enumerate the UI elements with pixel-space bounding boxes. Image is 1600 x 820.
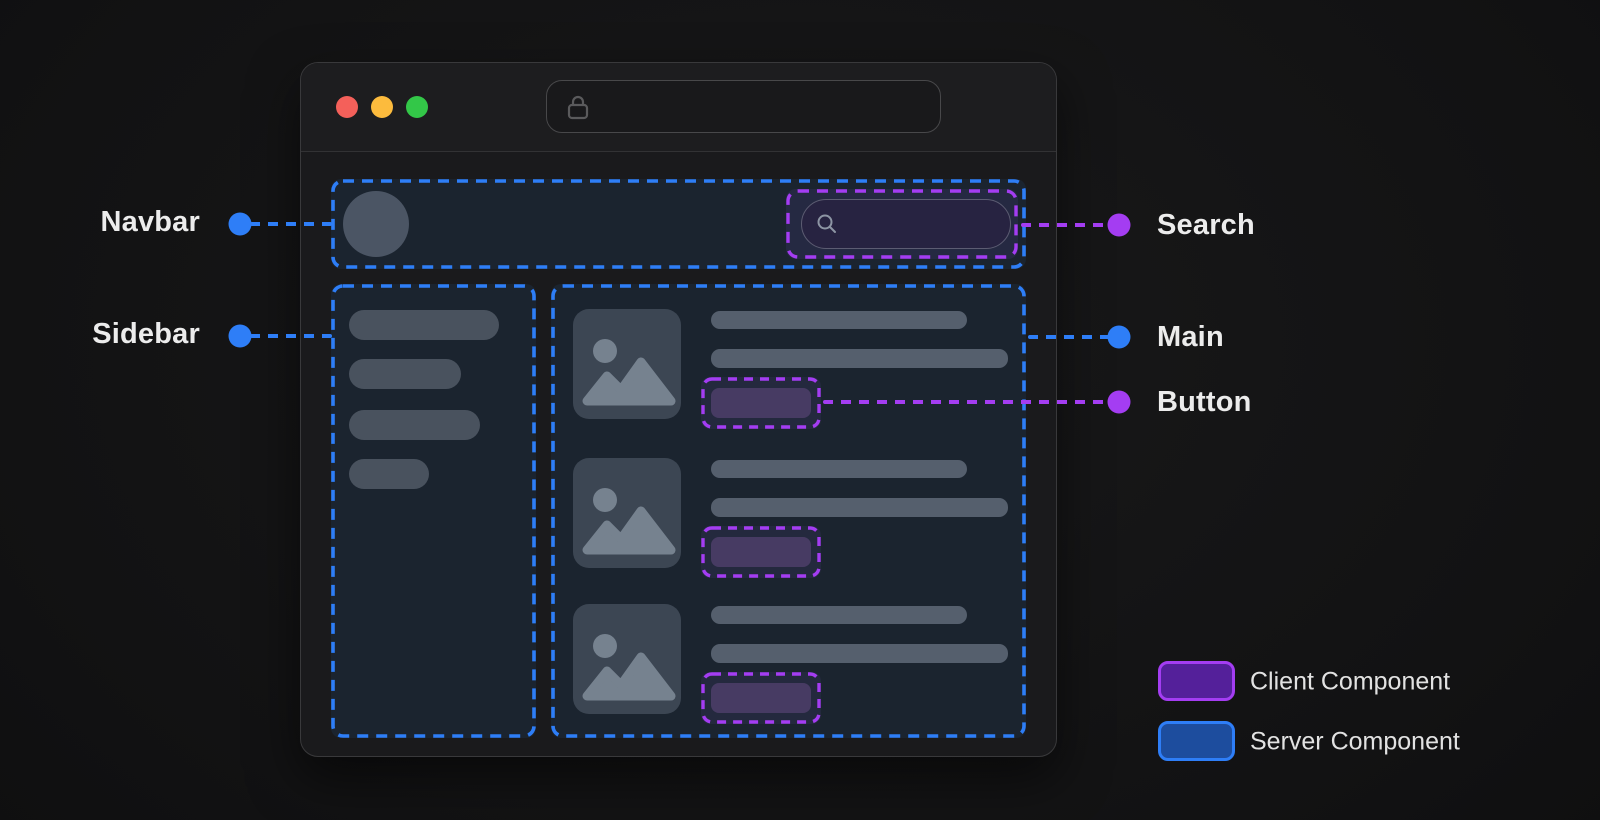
card-text-placeholder — [711, 644, 1008, 663]
connector-line-sidebar — [250, 334, 332, 338]
close-button[interactable] — [336, 96, 358, 118]
annotation-label-navbar: Navbar — [100, 205, 200, 238]
button-region — [701, 526, 821, 578]
card-image-placeholder — [573, 309, 681, 419]
card-button[interactable] — [711, 388, 811, 418]
button-region — [701, 377, 821, 429]
sidebar-dashed-outline — [331, 284, 536, 738]
card-title-placeholder — [711, 606, 967, 624]
connector-dot-navbar — [228, 212, 252, 236]
image-icon — [582, 634, 676, 701]
avatar[interactable] — [343, 191, 409, 257]
card-button[interactable] — [711, 683, 811, 713]
button-region — [701, 672, 821, 724]
card-image-placeholder — [573, 604, 681, 714]
card-text-placeholder — [711, 498, 1008, 517]
card-title-placeholder — [711, 460, 967, 478]
annotation-label-button: Button — [1157, 385, 1252, 418]
connector-dot-main — [1107, 325, 1131, 349]
legend-swatch-server — [1158, 721, 1235, 761]
navbar-region — [331, 179, 1026, 269]
card-image-placeholder — [573, 458, 681, 568]
connector-line-navbar — [250, 222, 332, 226]
card-title-placeholder — [711, 311, 967, 329]
card-text-placeholder — [711, 349, 1008, 368]
sidebar-nav-item-placeholder — [349, 459, 429, 489]
connector-line-search — [1021, 223, 1109, 227]
legend-label-client: Client Component — [1250, 667, 1451, 696]
image-icon — [582, 488, 676, 555]
search-icon — [815, 212, 839, 236]
annotation-label-search: Search — [1157, 208, 1255, 241]
sidebar-nav-item-placeholder — [349, 310, 499, 340]
connector-line-main — [1028, 335, 1110, 339]
annotation-label-sidebar: Sidebar — [92, 317, 200, 350]
browser-window — [300, 62, 1057, 757]
image-icon — [582, 339, 676, 406]
annotation-label-main: Main — [1157, 320, 1224, 353]
connector-dot-search — [1107, 213, 1131, 237]
lock-icon — [565, 93, 591, 121]
sidebar-region — [331, 284, 536, 738]
legend-label-server: Server Component — [1250, 727, 1460, 756]
connector-line-button — [823, 400, 1110, 404]
legend-swatch-client — [1158, 661, 1235, 701]
search-region — [786, 189, 1018, 259]
connector-dot-sidebar — [228, 324, 252, 348]
sidebar-nav-item-placeholder — [349, 410, 480, 440]
content-card — [551, 309, 1026, 431]
address-bar[interactable] — [546, 80, 941, 133]
zoom-button[interactable] — [406, 96, 428, 118]
card-button[interactable] — [711, 537, 811, 567]
content-card — [551, 604, 1026, 726]
sidebar-nav-item-placeholder — [349, 359, 461, 389]
window-titlebar — [301, 63, 1056, 152]
main-region — [551, 284, 1026, 738]
search-input[interactable] — [801, 199, 1011, 249]
connector-dot-button — [1107, 390, 1131, 414]
content-card — [551, 458, 1026, 580]
minimize-button[interactable] — [371, 96, 393, 118]
